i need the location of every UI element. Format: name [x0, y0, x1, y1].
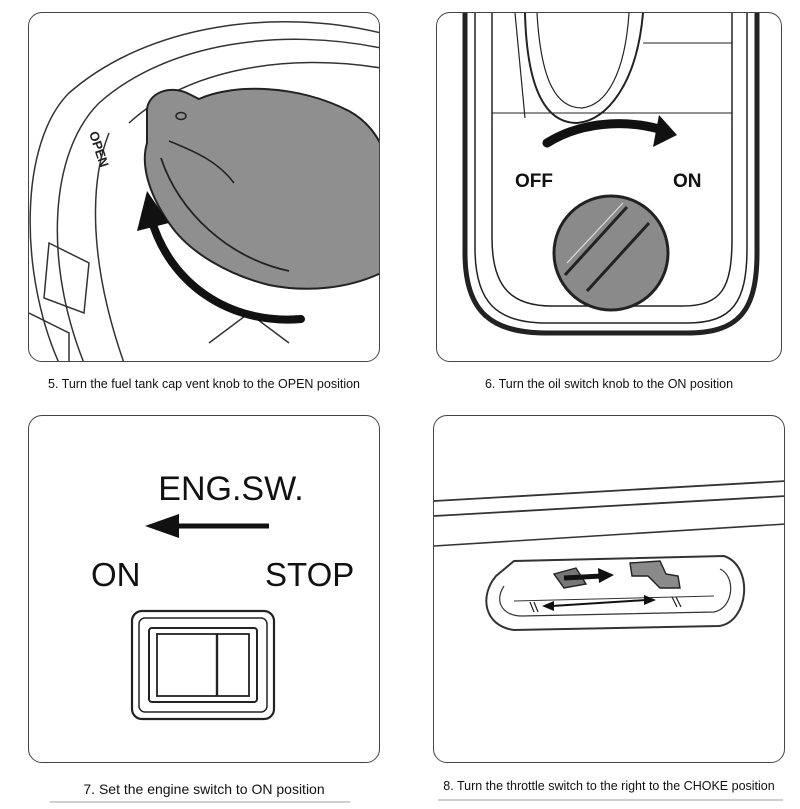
step-5-caption: 5. Turn the fuel tank cap vent knob to t… — [48, 377, 360, 391]
oil-arrow-head — [653, 115, 677, 147]
rotate-arrow-head — [137, 191, 169, 231]
throttle-illustration — [434, 480, 784, 632]
throttle-arrow-shaft — [563, 573, 603, 581]
engine-switch-illustration: ENG.SW. ON STOP — [91, 470, 354, 721]
fuel-cap-panel: OPEN — [28, 12, 380, 362]
oil-switch-illustration: OFF ON — [462, 13, 760, 336]
vent-hole — [175, 111, 187, 121]
step-6-caption: 6. Turn the oil switch knob to the ON po… — [484, 377, 734, 391]
eng-on-label: ON — [91, 556, 141, 593]
on-label: ON — [673, 171, 702, 192]
fuel-cap-illustration: OPEN — [29, 21, 379, 361]
rotate-arrow-shaft — [147, 214, 305, 324]
step-8-caption: 8. Turn the throttle switch to the right… — [443, 779, 775, 793]
caption-underline — [50, 801, 350, 803]
range-arrow-line — [551, 599, 647, 607]
caption-underline — [438, 799, 783, 801]
throttle-panel — [433, 415, 785, 763]
off-label: OFF — [515, 171, 553, 192]
eng-stop-label: STOP — [265, 556, 354, 593]
oil-switch-panel: OFF ON — [436, 12, 782, 362]
throttle-lever — [629, 560, 681, 589]
oil-arrow-shaft — [542, 119, 670, 148]
throttle-arrow-head — [598, 568, 614, 583]
engine-switch-panel: ENG.SW. ON STOP — [28, 415, 380, 763]
rocker-switch — [130, 609, 276, 721]
fuel-cap-shape — [143, 87, 379, 290]
direction-arrow-head — [145, 514, 179, 538]
oil-switch-knob — [552, 194, 670, 312]
eng-sw-title: ENG.SW. — [158, 470, 303, 508]
step-7-caption: 7. Set the engine switch to ON position — [83, 781, 325, 797]
